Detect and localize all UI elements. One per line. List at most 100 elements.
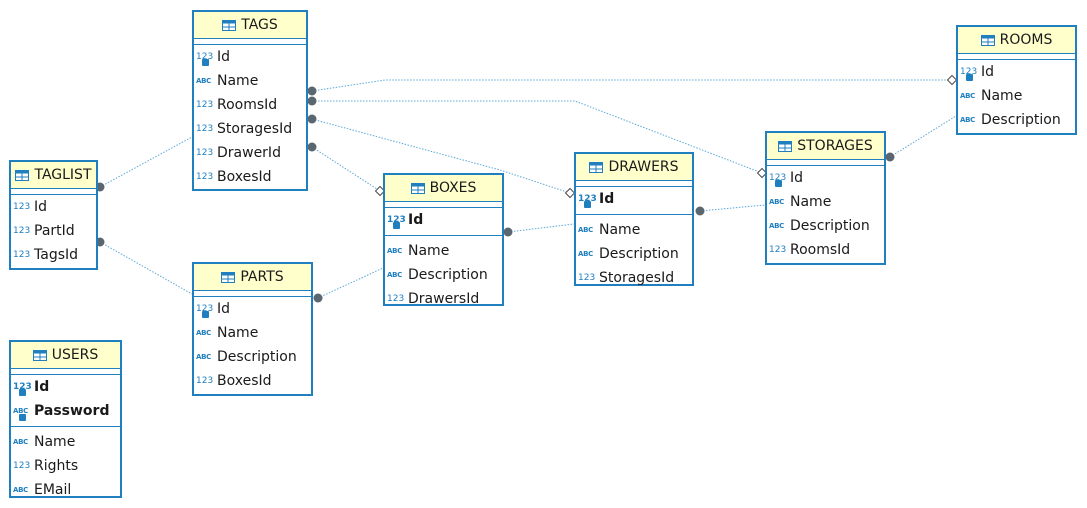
table-name: TAGS	[241, 17, 278, 33]
key-icon	[202, 311, 209, 318]
key-icon	[393, 222, 400, 229]
table-header[interactable]: PARTS	[194, 264, 311, 291]
header-separator	[11, 369, 120, 375]
table-header[interactable]: TAGLIST	[11, 162, 96, 189]
edge-tags-drawers[interactable]	[311, 118, 571, 194]
numeric-type-icon: 123	[387, 294, 405, 304]
numeric-type-icon: 123	[196, 148, 214, 158]
table-icon	[589, 161, 604, 173]
edge-boxes-drawers[interactable]	[507, 223, 575, 233]
numeric-type-icon: 123	[578, 273, 596, 283]
edge-tags-storages[interactable]	[312, 100, 763, 174]
numeric-type-icon: 123	[196, 124, 214, 134]
table-icon	[778, 140, 793, 152]
table-header[interactable]: BOXES	[385, 175, 502, 202]
key-icon	[966, 74, 973, 81]
text-type-icon: ABC	[387, 271, 402, 279]
table-name: STORAGES	[797, 138, 873, 154]
key-icon	[202, 59, 209, 66]
text-type-icon: ABC	[769, 198, 784, 206]
edge-source-dot	[307, 142, 317, 152]
edge-storages-rooms[interactable]	[889, 115, 957, 158]
text-type-icon: ABC	[196, 353, 211, 361]
edge-source-dot	[313, 293, 323, 303]
table-icon	[15, 169, 30, 181]
table-icon	[32, 349, 47, 361]
header-separator	[767, 160, 884, 166]
table-header[interactable]: TAGS	[194, 12, 306, 39]
table-icon	[221, 271, 236, 283]
table-header[interactable]: ROOMS	[958, 27, 1075, 54]
edge-taglist-tags[interactable]	[99, 136, 193, 188]
numeric-type-icon: 123	[196, 376, 214, 386]
edge-tags-boxes[interactable]	[311, 146, 381, 192]
text-type-icon: ABC	[196, 77, 211, 85]
numeric-type-icon: 123	[196, 304, 216, 318]
header-separator	[385, 202, 502, 208]
text-type-icon: ABC	[13, 486, 28, 494]
text-type-icon: ABC	[960, 116, 975, 124]
edge-parts-boxes[interactable]	[317, 267, 384, 299]
numeric-type-icon: 123	[13, 226, 31, 236]
edge-tags-rooms[interactable]	[311, 79, 952, 92]
edge-source-dot	[307, 86, 317, 96]
text-type-icon: ABC	[769, 222, 784, 230]
numeric-type-icon: 123	[960, 67, 980, 81]
table-header[interactable]: DRAWERS	[576, 154, 692, 181]
header-separator	[576, 181, 692, 187]
numeric-type-icon: 123	[13, 250, 31, 260]
text-type-icon: ABC	[960, 92, 975, 100]
edge-drawers-storages[interactable]	[699, 204, 766, 212]
table-icon	[980, 34, 995, 46]
numeric-type-icon: 123	[578, 194, 598, 208]
table-icon	[410, 182, 425, 194]
table-header[interactable]: USERS	[11, 342, 120, 369]
table-header[interactable]: STORAGES	[767, 133, 884, 160]
text-type-icon: ABC	[578, 250, 593, 258]
edge-taglist-parts[interactable]	[99, 241, 193, 295]
header-separator	[958, 54, 1075, 60]
